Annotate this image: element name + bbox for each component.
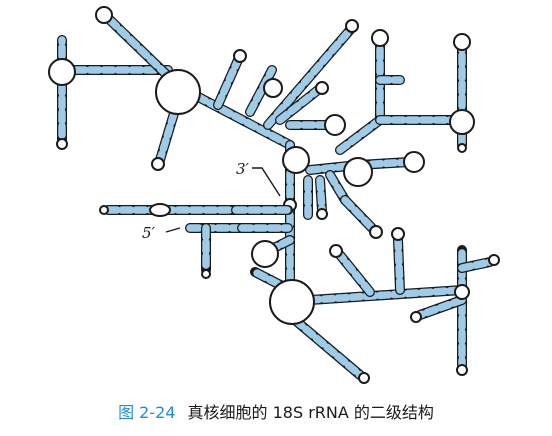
hairpin-loop	[345, 19, 359, 33]
hairpin-loop	[48, 58, 76, 86]
three-prime-leader	[252, 167, 281, 197]
hairpin-loop	[233, 49, 247, 63]
multibranch-loop	[282, 146, 310, 174]
hairpin-loop	[99, 205, 109, 215]
three-prime-label: 3′	[236, 160, 250, 178]
five-prime-label: 5′	[142, 224, 156, 242]
domain-lower	[250, 227, 500, 384]
hairpin-loop	[329, 244, 343, 258]
hairpin-loop	[324, 114, 346, 136]
hairpin-loop	[316, 208, 328, 220]
terminal-markers	[165, 167, 281, 233]
hairpin-loop	[456, 364, 468, 376]
hairpin-loop	[251, 240, 279, 268]
figure-title: 真核细胞的 18S rRNA 的二级结构	[187, 403, 434, 422]
domain-upper-right	[335, 29, 475, 173]
domain-upper-left	[48, 6, 295, 171]
hairpin-loop	[453, 33, 471, 51]
hairpin-loop	[201, 269, 211, 279]
internal-loop	[457, 143, 467, 153]
hairpin-loop	[263, 78, 283, 98]
internal-loop	[343, 157, 373, 187]
domain-central	[282, 140, 383, 295]
hairpin-loop	[315, 81, 329, 95]
multibranch-loop	[269, 279, 315, 325]
internal-loop	[454, 284, 470, 300]
hairpin-loop	[488, 254, 500, 266]
hairpin-loop	[151, 157, 165, 171]
domain-five-prime	[99, 203, 293, 279]
hairpin-loop	[369, 225, 383, 239]
hairpin-loop	[95, 6, 113, 24]
internal-loop	[155, 69, 201, 115]
internal-loop	[449, 109, 475, 135]
hairpin-loop	[371, 29, 389, 47]
hairpin-loop	[391, 227, 405, 241]
five-prime-leader	[165, 227, 181, 233]
hairpin-loop	[56, 138, 68, 150]
figure-caption: 图 2-24 真核细胞的 18S rRNA 的二级结构	[0, 398, 552, 428]
internal-loop	[149, 203, 171, 217]
rrna-secondary-structure-diagram: 3′ 5′	[48, 6, 500, 384]
domain-top	[213, 19, 359, 136]
figure-number: 图 2-24	[118, 403, 176, 422]
hairpin-loop	[358, 372, 370, 384]
hairpin-loop	[410, 311, 422, 323]
hairpin-loop	[403, 151, 425, 173]
